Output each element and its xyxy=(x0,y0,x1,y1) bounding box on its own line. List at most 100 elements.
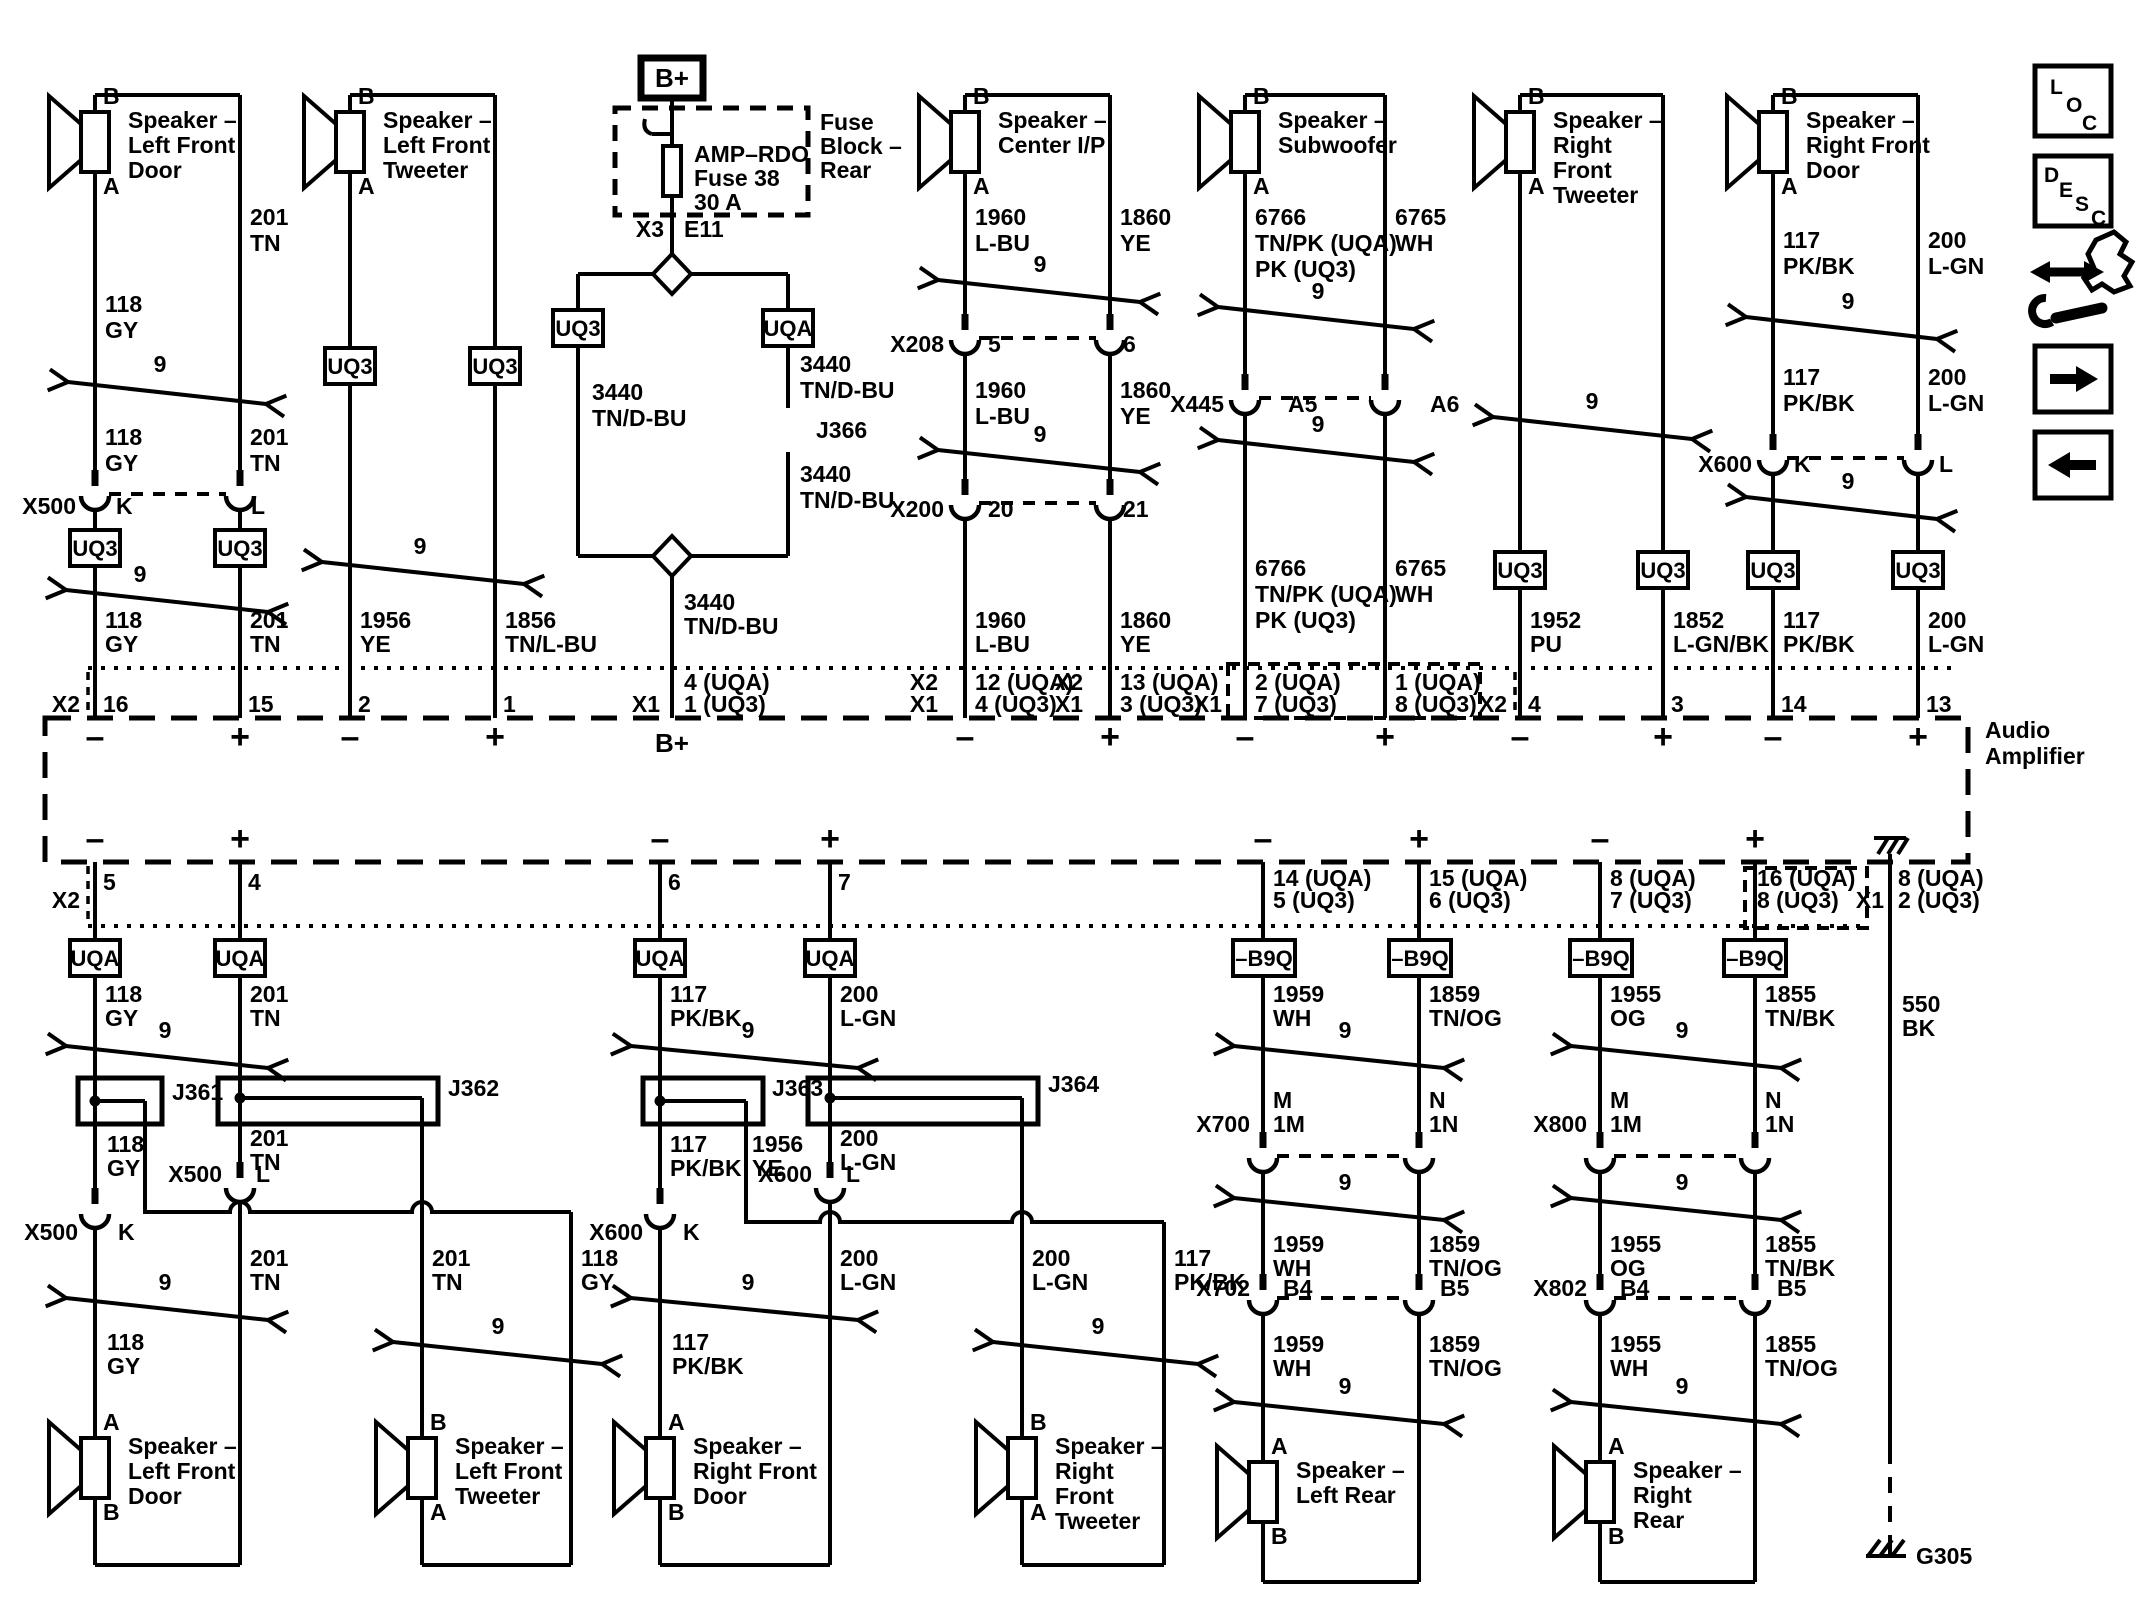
label: L-GN xyxy=(840,1005,896,1031)
label: L-BU xyxy=(975,230,1030,256)
label: AMP–RDO xyxy=(694,141,809,167)
label: 201 xyxy=(250,607,289,633)
label: 1959 xyxy=(1273,1331,1324,1357)
label: 6 (UQ3) xyxy=(1429,887,1511,913)
label: X2 xyxy=(52,691,80,717)
speaker-name: Speaker – xyxy=(1278,107,1387,133)
speaker-body xyxy=(949,110,981,174)
speaker-horn xyxy=(47,91,83,193)
harness-slash: 9 xyxy=(300,533,546,599)
tap-1956-ye xyxy=(744,1124,1164,1224)
terminal-tick xyxy=(1596,1274,1604,1290)
label: PK/BK xyxy=(1174,1269,1246,1295)
back-arrow-icon xyxy=(2032,429,2114,501)
label: 1960 xyxy=(975,204,1026,230)
junction-j363 xyxy=(640,1075,766,1127)
svg-text:9: 9 xyxy=(134,561,147,587)
wire xyxy=(1896,836,1910,856)
label: GY xyxy=(105,317,138,343)
label: 1856 xyxy=(505,607,556,633)
wire xyxy=(1886,836,1900,856)
inline-connector-cup xyxy=(78,470,112,513)
svg-text:UQ3: UQ3 xyxy=(72,536,117,561)
terminal-label: B xyxy=(103,83,120,109)
terminal-label: A xyxy=(1528,173,1545,199)
label: 118 xyxy=(107,1329,144,1355)
terminal-tick xyxy=(826,1162,834,1178)
label: 3440 xyxy=(800,351,851,377)
label: + xyxy=(230,820,250,858)
option-box-uq3: UQ3 xyxy=(1746,550,1800,590)
label: – xyxy=(86,718,105,756)
option-box-uq3: UQ3 xyxy=(68,528,122,568)
label: 201 xyxy=(250,424,289,450)
label: B5 xyxy=(1777,1275,1807,1301)
label: + xyxy=(1409,820,1429,858)
label: 7 (UQ3) xyxy=(1610,887,1692,913)
svg-text:O: O xyxy=(2066,94,2082,117)
speaker-name: Speaker – xyxy=(998,107,1107,133)
label: 118 xyxy=(107,1131,144,1157)
inline-connector-cup xyxy=(948,314,982,357)
terminal-tick xyxy=(1381,374,1389,390)
label: 201 xyxy=(250,981,289,1007)
label: PK/BK xyxy=(670,1155,742,1181)
svg-text:9: 9 xyxy=(1676,1017,1689,1043)
part-outline xyxy=(2080,229,2136,295)
label: – xyxy=(341,718,360,756)
label: PK/BK xyxy=(1783,390,1855,416)
label: J364 xyxy=(1048,1071,1099,1097)
svg-text:UQA: UQA xyxy=(71,946,120,971)
label: 4 (UQA) xyxy=(684,669,770,695)
label: 1960 xyxy=(975,377,1026,403)
inline-connector-cup xyxy=(1246,1132,1280,1175)
label: TN xyxy=(250,1005,281,1031)
option-box-b9q: –B9Q xyxy=(1722,938,1788,978)
speaker-name: Speaker – xyxy=(1055,1433,1164,1459)
terminal-tick xyxy=(1751,1274,1759,1290)
speaker-body xyxy=(1247,1460,1279,1524)
terminal-label: A xyxy=(668,1409,685,1435)
option-box-uq3: UQ3 xyxy=(1636,550,1690,590)
label: 1N xyxy=(1429,1111,1458,1137)
label: L-GN/BK xyxy=(1673,631,1769,657)
loc-icon: LOC xyxy=(2032,63,2114,139)
label: 14 xyxy=(1781,691,1807,717)
svg-text:9: 9 xyxy=(159,1017,172,1043)
label: WH xyxy=(1273,1005,1311,1031)
label: B4 xyxy=(1283,1275,1313,1301)
label: K xyxy=(1794,451,1811,477)
label: 8 (UQA) xyxy=(1610,865,1696,891)
label: X600 xyxy=(758,1161,812,1187)
speaker-horn xyxy=(374,1417,410,1519)
speaker-name: Right Front xyxy=(1806,132,1930,158)
label: TN/OG xyxy=(1429,1255,1502,1281)
terminal-label: A xyxy=(430,1499,447,1525)
label: TN/PK (UQA) xyxy=(1255,230,1397,256)
label: YE xyxy=(360,631,391,657)
speaker-horn xyxy=(302,91,338,193)
harness-slash: 9 xyxy=(44,1269,290,1335)
svg-text:9: 9 xyxy=(1034,421,1047,447)
terminal-tick xyxy=(656,1188,664,1204)
label: 6 xyxy=(1123,331,1136,357)
label: L-GN xyxy=(1928,631,1984,657)
label: 117 xyxy=(1783,227,1820,253)
label: X1 xyxy=(632,691,660,717)
label: 1952 xyxy=(1530,607,1581,633)
label: YE xyxy=(1120,403,1151,429)
label: 201 xyxy=(250,1125,289,1151)
label: GY xyxy=(107,1155,140,1181)
label: 1956 xyxy=(752,1131,803,1157)
terminal-label: A xyxy=(358,173,375,199)
terminal-label: B xyxy=(430,1409,447,1435)
svg-text:C: C xyxy=(2091,207,2106,230)
label: TN xyxy=(250,230,281,256)
label: PK/BK xyxy=(1783,631,1855,657)
inline-connector-cup xyxy=(1402,1274,1436,1317)
